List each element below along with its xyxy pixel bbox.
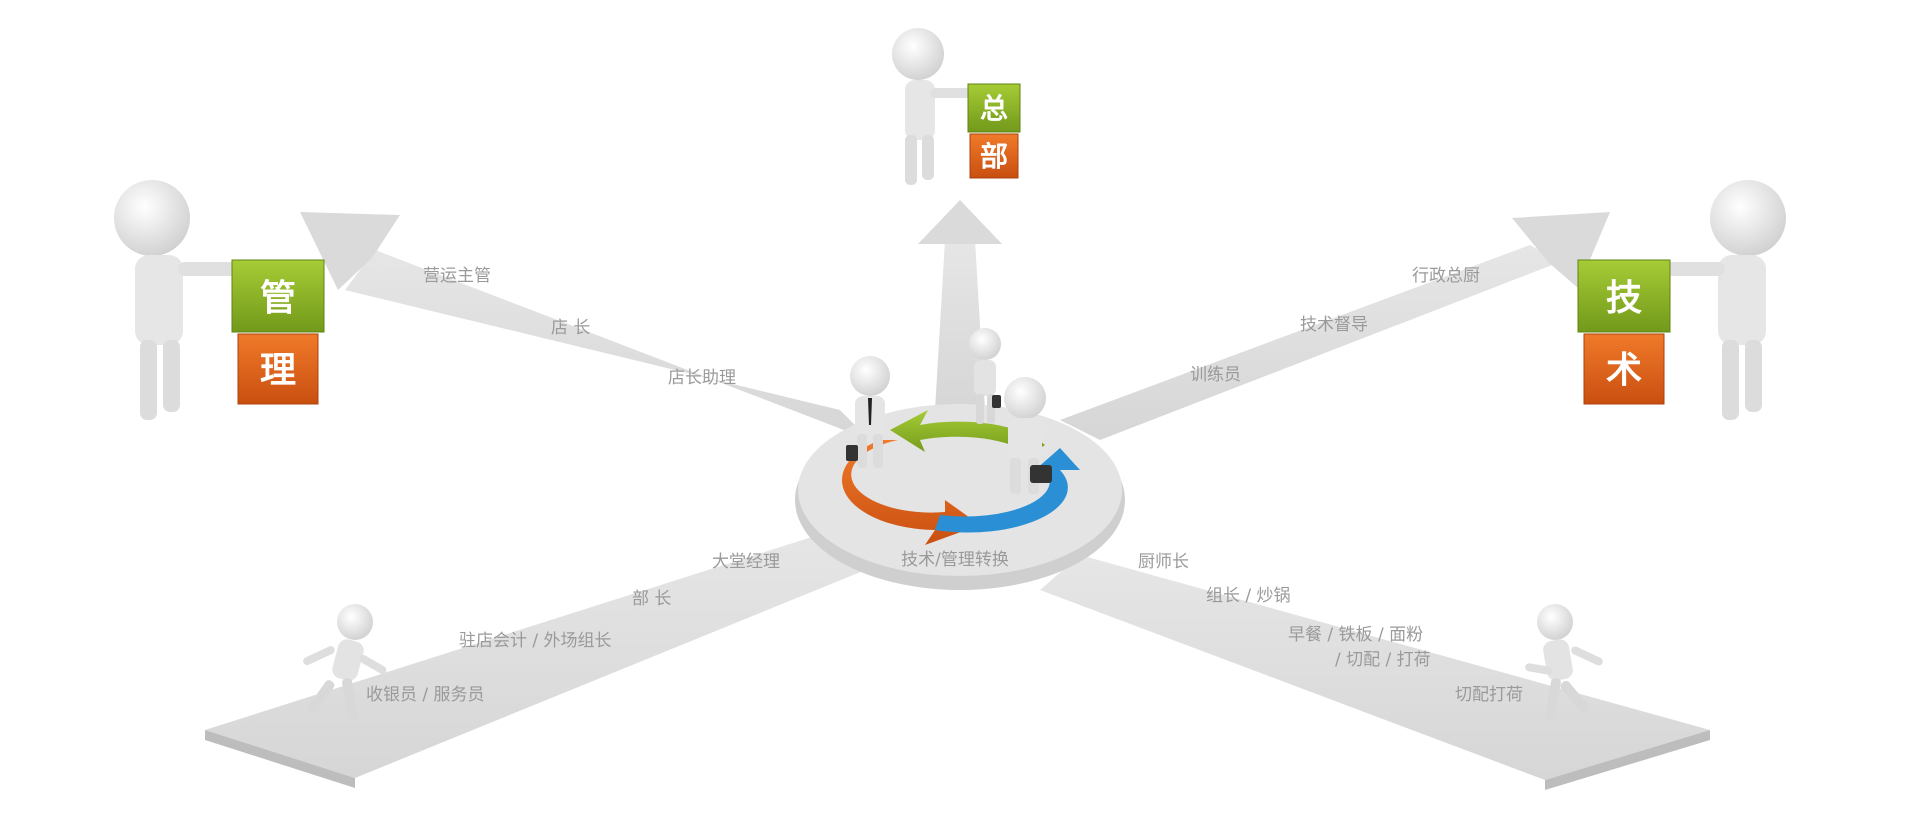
left-box-orange bbox=[237, 333, 319, 405]
label-ll-0: 大堂经理 bbox=[712, 552, 780, 572]
running-figure-left bbox=[303, 604, 387, 720]
road-lower-left-edge bbox=[205, 730, 355, 788]
center-figure-left bbox=[846, 356, 890, 468]
labels-lower-right: 厨师长 组长 / 炒锅 早餐 / 铁板 / 面粉 / 切配 / 打荷 切配打荷 bbox=[1138, 552, 1523, 705]
center-figure-right bbox=[1004, 377, 1052, 494]
left-box-char1: 管 bbox=[260, 278, 296, 319]
label-ll-2: 驻店会计 / 外场组长 bbox=[459, 631, 612, 651]
top-box-stack: 总 部 bbox=[967, 83, 1021, 179]
road-upper-right bbox=[1060, 245, 1560, 440]
road-lower-right bbox=[1040, 555, 1710, 780]
left-box-green bbox=[231, 259, 325, 333]
label-ur-0: 行政总厨 bbox=[1412, 266, 1480, 286]
right-figure bbox=[1665, 180, 1786, 420]
top-box-char1: 总 bbox=[980, 92, 1008, 125]
label-lr-2: 早餐 / 铁板 / 面粉 bbox=[1288, 625, 1423, 645]
label-ur-2: 训练员 bbox=[1190, 365, 1241, 385]
label-lr-1: 组长 / 炒锅 bbox=[1206, 586, 1291, 606]
left-figure bbox=[114, 180, 238, 420]
left-box-stack: 管 理 bbox=[231, 259, 325, 405]
top-box-green bbox=[967, 83, 1021, 133]
right-box-char1: 技 bbox=[1606, 278, 1642, 319]
center-label: 技术/管理转换 bbox=[901, 550, 1009, 570]
arrow-top bbox=[918, 200, 1002, 244]
road-lower-left bbox=[205, 528, 890, 778]
right-box-char2: 术 bbox=[1606, 350, 1642, 391]
label-ul-1: 店 长 bbox=[551, 318, 590, 338]
road-top bbox=[935, 240, 985, 410]
label-ul-2: 店长助理 bbox=[668, 368, 736, 388]
cycle-arrow-green bbox=[890, 410, 1045, 455]
label-ll-3: 收银员 / 服务员 bbox=[366, 685, 485, 705]
center-figure-back bbox=[969, 328, 1001, 424]
labels-lower-left: 大堂经理 部 长 驻店会计 / 外场组长 收银员 / 服务员 bbox=[366, 552, 780, 705]
right-box-stack: 技 术 bbox=[1577, 259, 1671, 405]
labels-upper-left: 营运主管 店 长 店长助理 bbox=[423, 266, 736, 388]
label-ll-1: 部 长 bbox=[632, 589, 671, 609]
right-box-orange bbox=[1583, 333, 1665, 405]
label-ur-1: 技术督导 bbox=[1300, 315, 1368, 335]
label-ul-0: 营运主管 bbox=[423, 266, 491, 286]
label-lr-4: 切配打荷 bbox=[1455, 685, 1523, 705]
arrow-upper-left bbox=[300, 212, 400, 290]
label-lr-0: 厨师长 bbox=[1138, 552, 1189, 572]
label-lr-3: / 切配 / 打荷 bbox=[1335, 650, 1431, 670]
road-upper-left bbox=[345, 250, 870, 440]
left-box-char2: 理 bbox=[260, 350, 296, 391]
right-box-green bbox=[1577, 259, 1671, 333]
top-box-char2: 部 bbox=[980, 140, 1008, 173]
road-lower-right-edge bbox=[1545, 730, 1710, 790]
running-figure-right bbox=[1525, 604, 1603, 720]
top-figure bbox=[892, 28, 972, 185]
labels-upper-right: 行政总厨 技术督导 训练员 bbox=[1190, 266, 1480, 385]
top-box-orange bbox=[969, 133, 1019, 179]
